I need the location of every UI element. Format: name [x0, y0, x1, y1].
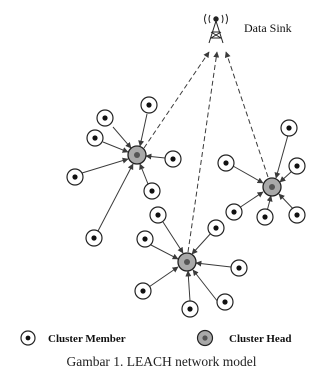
cluster-member-node	[217, 154, 235, 172]
cluster-member-node	[140, 96, 158, 114]
sink-link-right	[224, 51, 269, 178]
cluster-member-node	[134, 282, 152, 300]
cluster-member-node	[96, 109, 114, 127]
cluster-member-node	[207, 219, 225, 237]
cluster-member-node	[280, 119, 298, 137]
cluster-members	[66, 96, 306, 318]
cluster-member-node	[85, 229, 103, 247]
sink-link-middle	[187, 51, 220, 253]
cluster-member-node	[136, 230, 154, 248]
cluster-head-node	[262, 177, 282, 197]
data-sink: Data Sink	[204, 13, 292, 44]
legend-member-label: Cluster Member	[48, 333, 126, 345]
cluster-heads	[127, 145, 282, 272]
cluster-member-node	[143, 182, 161, 200]
sink-links	[143, 51, 269, 253]
legend-head-label: Cluster Head	[229, 333, 291, 345]
legend-member-symbol	[20, 330, 36, 346]
sink-link-left	[143, 51, 210, 149]
legend-head-symbol	[196, 329, 214, 347]
cluster-member-node	[149, 206, 167, 224]
cluster-member-node	[225, 203, 243, 221]
cluster-member-node	[181, 300, 199, 318]
cluster-head-node	[127, 145, 147, 165]
cluster-member-node	[86, 129, 104, 147]
cluster-member-node	[230, 259, 248, 277]
cluster-member-node	[66, 168, 84, 186]
legend: Cluster Member Cluster Head	[20, 329, 291, 347]
cluster-member-node	[288, 206, 306, 224]
cluster-member-node	[216, 293, 234, 311]
figure-caption: Gambar 1. LEACH network model	[66, 354, 257, 369]
member-links	[81, 113, 298, 303]
cluster-member-node	[288, 157, 306, 175]
cluster-member-node	[164, 150, 182, 168]
sink-label: Data Sink	[244, 21, 292, 35]
cluster-member-node	[256, 208, 274, 226]
antenna-tower-icon	[204, 13, 228, 44]
cluster-head-node	[177, 252, 197, 272]
